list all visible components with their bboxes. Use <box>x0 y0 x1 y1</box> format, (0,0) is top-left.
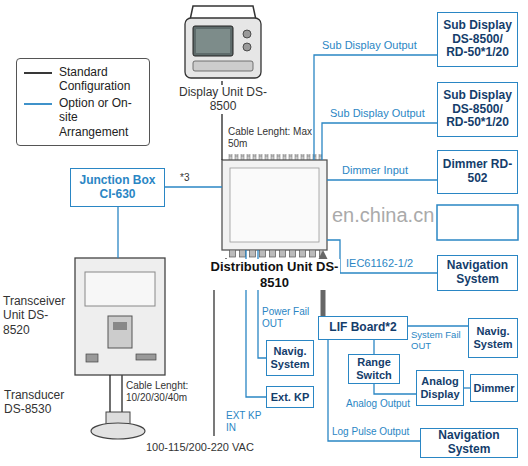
cable-line <box>327 240 437 273</box>
unit-node: Distribution Unit DS-8510 <box>222 160 327 250</box>
box-label: Dimmer RD-502 <box>440 158 515 186</box>
watermark: en.china.cn <box>332 204 432 227</box>
box-label: Dimmer <box>474 382 515 395</box>
device-box: Navigation System <box>420 428 518 458</box>
cable-line <box>327 179 437 180</box>
signal-label: Cable Lenght: 10/20/30/40m <box>126 380 206 403</box>
transducer-drawing <box>91 412 145 439</box>
cable-line <box>328 340 420 441</box>
signal-label-text: Cable Lenght: 10/20/30/40m <box>126 380 188 403</box>
legend-text: Option or On-site Arrangement <box>59 96 143 139</box>
signal-label-text: Sub Display Output <box>330 107 425 119</box>
signal-label: *3 <box>180 172 200 184</box>
signal-label: EXT KP IN <box>226 410 268 433</box>
unit-label: Transducer DS-8530 <box>4 388 84 417</box>
device-box: Range Switch <box>348 354 400 384</box>
box-label: Junction Box CI-630 <box>73 174 162 202</box>
unit-label: Transceiver Unit DS-8520 <box>3 294 71 337</box>
signal-label-text: *3 <box>180 172 189 183</box>
unit-label: Distribution Unit DS-8510 <box>209 259 340 290</box>
box-label: Navig. System <box>269 345 311 370</box>
box-label: Navigation System <box>440 259 515 287</box>
device-box: Dimmer <box>470 374 518 402</box>
device-box: Junction Box CI-630 <box>70 168 165 207</box>
signal-label: IEC61162-1/2 <box>346 257 434 270</box>
box-label: Navigation System <box>423 429 515 457</box>
signal-label-text: System Fail OUT <box>411 329 461 351</box>
box-label: Sub Display DS-8500/ RD-50*1/20 <box>440 19 515 60</box>
signal-label: Power Fail OUT <box>262 306 316 329</box>
signal-label: Sub Display Output <box>330 107 434 120</box>
signal-label: Dimmer Input <box>342 164 434 177</box>
box-label: Ext. KP <box>271 391 310 404</box>
box-label: LIF Board*2 <box>329 321 396 335</box>
signal-label-text: Power Fail OUT <box>262 306 309 329</box>
option-box <box>437 205 518 240</box>
power-label: 100-115/200-220 VAC <box>146 441 286 454</box>
signal-label: Sub Display Output <box>322 39 434 52</box>
box-label: Sub Display DS-8500/ RD-50*1/20 <box>440 89 515 130</box>
signal-label-text: EXT KP IN <box>226 410 261 433</box>
unit-node: Transceiver Unit DS-8520 <box>75 258 165 375</box>
cable-line <box>117 207 118 258</box>
legend: Standard ConfigurationOption or On-site … <box>16 58 150 146</box>
unit-node: Display Unit DS-8500 <box>183 5 263 81</box>
display-unit-drawing <box>185 6 261 78</box>
legend-text: Standard Configuration <box>59 65 143 94</box>
signal-label-text: Log Pulse Output <box>332 426 409 437</box>
device-box: Analog Display <box>416 370 464 406</box>
signal-label-text: Analog Output <box>346 398 410 409</box>
device-box: LIF Board*2 <box>318 316 408 340</box>
device-box: Navigation System <box>437 255 518 291</box>
signal-label-text: Sub Display Output <box>322 39 417 51</box>
device-box: Dimmer RD-502 <box>437 150 518 194</box>
legend-swatch <box>23 66 53 80</box>
signal-label-text: Cable Lenght: Max 50m <box>228 126 312 149</box>
legend-swatch <box>23 97 53 111</box>
cable-line <box>322 123 437 160</box>
legend-row: Standard Configuration <box>23 65 143 94</box>
device-box: Navig. System <box>266 340 314 376</box>
device-box: Navig. System <box>468 318 518 358</box>
cable-line <box>314 55 437 160</box>
box-label: Range Switch <box>351 356 397 381</box>
cable-line <box>165 186 222 187</box>
cable-line <box>374 384 416 394</box>
cable-line <box>109 375 110 412</box>
cable-line <box>408 325 468 326</box>
device-box: Sub Display DS-8500/ RD-50*1/20 <box>437 82 518 137</box>
cable-line <box>373 340 374 354</box>
signal-label-text: Dimmer Input <box>342 164 408 176</box>
distribution-unit-drawing <box>222 154 327 258</box>
device-box: Ext. KP <box>266 386 314 408</box>
signal-label: Log Pulse Output <box>332 426 418 438</box>
signal-label: System Fail OUT <box>411 330 467 352</box>
legend-row: Option or On-site Arrangement <box>23 96 143 139</box>
signal-label-text: IEC61162-1/2 <box>346 257 413 269</box>
signal-label: Cable Lenght: Max 50m <box>228 126 312 149</box>
device-box: Sub Display DS-8500/ RD-50*1/20 <box>437 12 518 67</box>
box-label: Analog Display <box>419 375 461 400</box>
unit-node: Transducer DS-8530 <box>90 412 146 440</box>
box-label: Navig. System <box>471 325 515 350</box>
signal-label: Analog Output <box>346 398 416 410</box>
unit-label: Display Unit DS-8500 <box>171 85 275 114</box>
